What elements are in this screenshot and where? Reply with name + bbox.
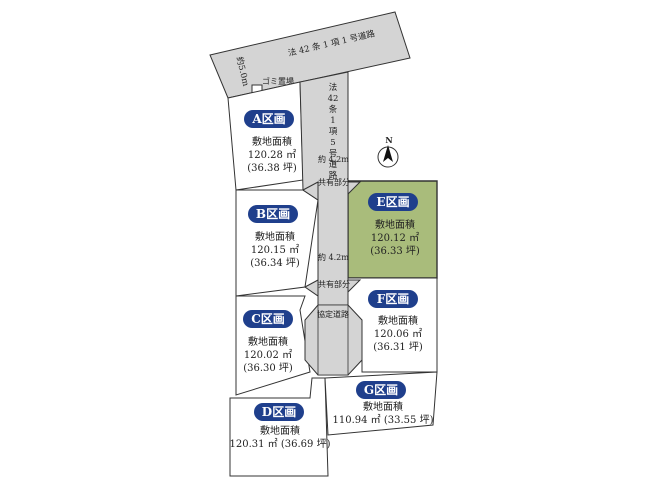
svg-text:敷地面積: 敷地面積 — [363, 400, 403, 413]
shared-triangle-right-lower — [347, 279, 362, 294]
vertical-road-label-7: 道 — [329, 159, 338, 170]
svg-text:120.28 ㎡: 120.28 ㎡ — [248, 149, 296, 161]
svg-text:敷地面積: 敷地面積 — [375, 218, 415, 231]
svg-text:(36.33 坪): (36.33 坪) — [370, 244, 420, 257]
svg-text:120.15 ㎡: 120.15 ㎡ — [251, 244, 299, 256]
svg-text:E区画: E区画 — [376, 195, 409, 209]
lot-d: D区画 敷地面積 120.31 ㎡ (36.69 坪) — [230, 403, 331, 450]
top-road — [209, 11, 411, 99]
svg-text:120.02 ㎡: 120.02 ㎡ — [244, 349, 292, 361]
svg-text:(36.34 坪): (36.34 坪) — [250, 256, 300, 269]
private-road-label: 協定道路 — [317, 309, 349, 319]
vertical-road-label-5: 5 — [330, 138, 335, 148]
svg-text:A区画: A区画 — [251, 112, 285, 126]
vertical-road-label-4: 項 — [329, 127, 338, 137]
width-upper-label: 約 4.2m — [318, 154, 349, 164]
lot-a: A区画 敷地面積 120.28 ㎡ (36.38 坪) — [244, 110, 297, 174]
lot-e: E区画 敷地面積 120.12 ㎡ (36.33 坪) — [368, 193, 420, 257]
shared-lower-label: 共有部分 — [318, 279, 350, 289]
shared-triangle-right-upper — [347, 181, 362, 196]
svg-text:N: N — [385, 135, 392, 145]
svg-text:120.12 ㎡: 120.12 ㎡ — [371, 232, 419, 244]
svg-text:敷地面積: 敷地面積 — [248, 335, 288, 348]
vertical-road-label-3: 1 — [330, 116, 335, 126]
svg-text:敷地面積: 敷地面積 — [252, 135, 292, 148]
svg-text:110.94 ㎡ (33.55 坪): 110.94 ㎡ (33.55 坪) — [333, 413, 434, 426]
svg-text:F区画: F区画 — [377, 292, 410, 306]
shared-triangle-left-lower — [304, 279, 319, 297]
svg-text:B区画: B区画 — [256, 207, 290, 221]
vertical-road-label-1: 42 — [328, 94, 339, 104]
svg-text:C区画: C区画 — [251, 312, 285, 326]
garbage-label: ゴミ置場 — [262, 76, 294, 86]
svg-text:敷地面積: 敷地面積 — [260, 424, 300, 437]
shared-triangle-left-upper — [302, 181, 319, 201]
lot-g: G区画 敷地面積 110.94 ㎡ (33.55 坪) — [333, 381, 434, 426]
lot-b: B区画 敷地面積 120.15 ㎡ (36.34 坪) — [248, 205, 300, 269]
vertical-road-label-0: 法 — [329, 82, 338, 93]
shared-upper-label: 共有部分 — [318, 177, 350, 187]
lot-f: F区画 敷地面積 120.06 ㎡ (36.31 坪) — [368, 290, 423, 353]
svg-text:(36.38 坪): (36.38 坪) — [247, 161, 297, 174]
svg-text:敷地面積: 敷地面積 — [255, 230, 295, 243]
svg-text:(36.30 坪): (36.30 坪) — [243, 361, 293, 374]
svg-text:120.06 ㎡: 120.06 ㎡ — [374, 328, 422, 340]
vertical-road-label-8: 路 — [329, 170, 338, 181]
vertical-road-label-6: 号 — [329, 149, 338, 159]
vertical-road-label-2: 条 — [329, 104, 338, 115]
svg-text:(36.31 坪): (36.31 坪) — [373, 340, 423, 353]
lot-c: C区画 敷地面積 120.02 ㎡ (36.30 坪) — [243, 310, 293, 374]
north-arrow-icon: N — [377, 135, 399, 168]
width-lower-label: 約 4.2m — [318, 252, 349, 262]
svg-text:敷地面積: 敷地面積 — [378, 314, 418, 327]
svg-text:D区画: D区画 — [262, 405, 296, 419]
lot-g-outline — [324, 371, 438, 436]
svg-text:G区画: G区画 — [364, 383, 398, 397]
svg-text:120.31 ㎡ (36.69 坪): 120.31 ㎡ (36.69 坪) — [230, 437, 331, 450]
